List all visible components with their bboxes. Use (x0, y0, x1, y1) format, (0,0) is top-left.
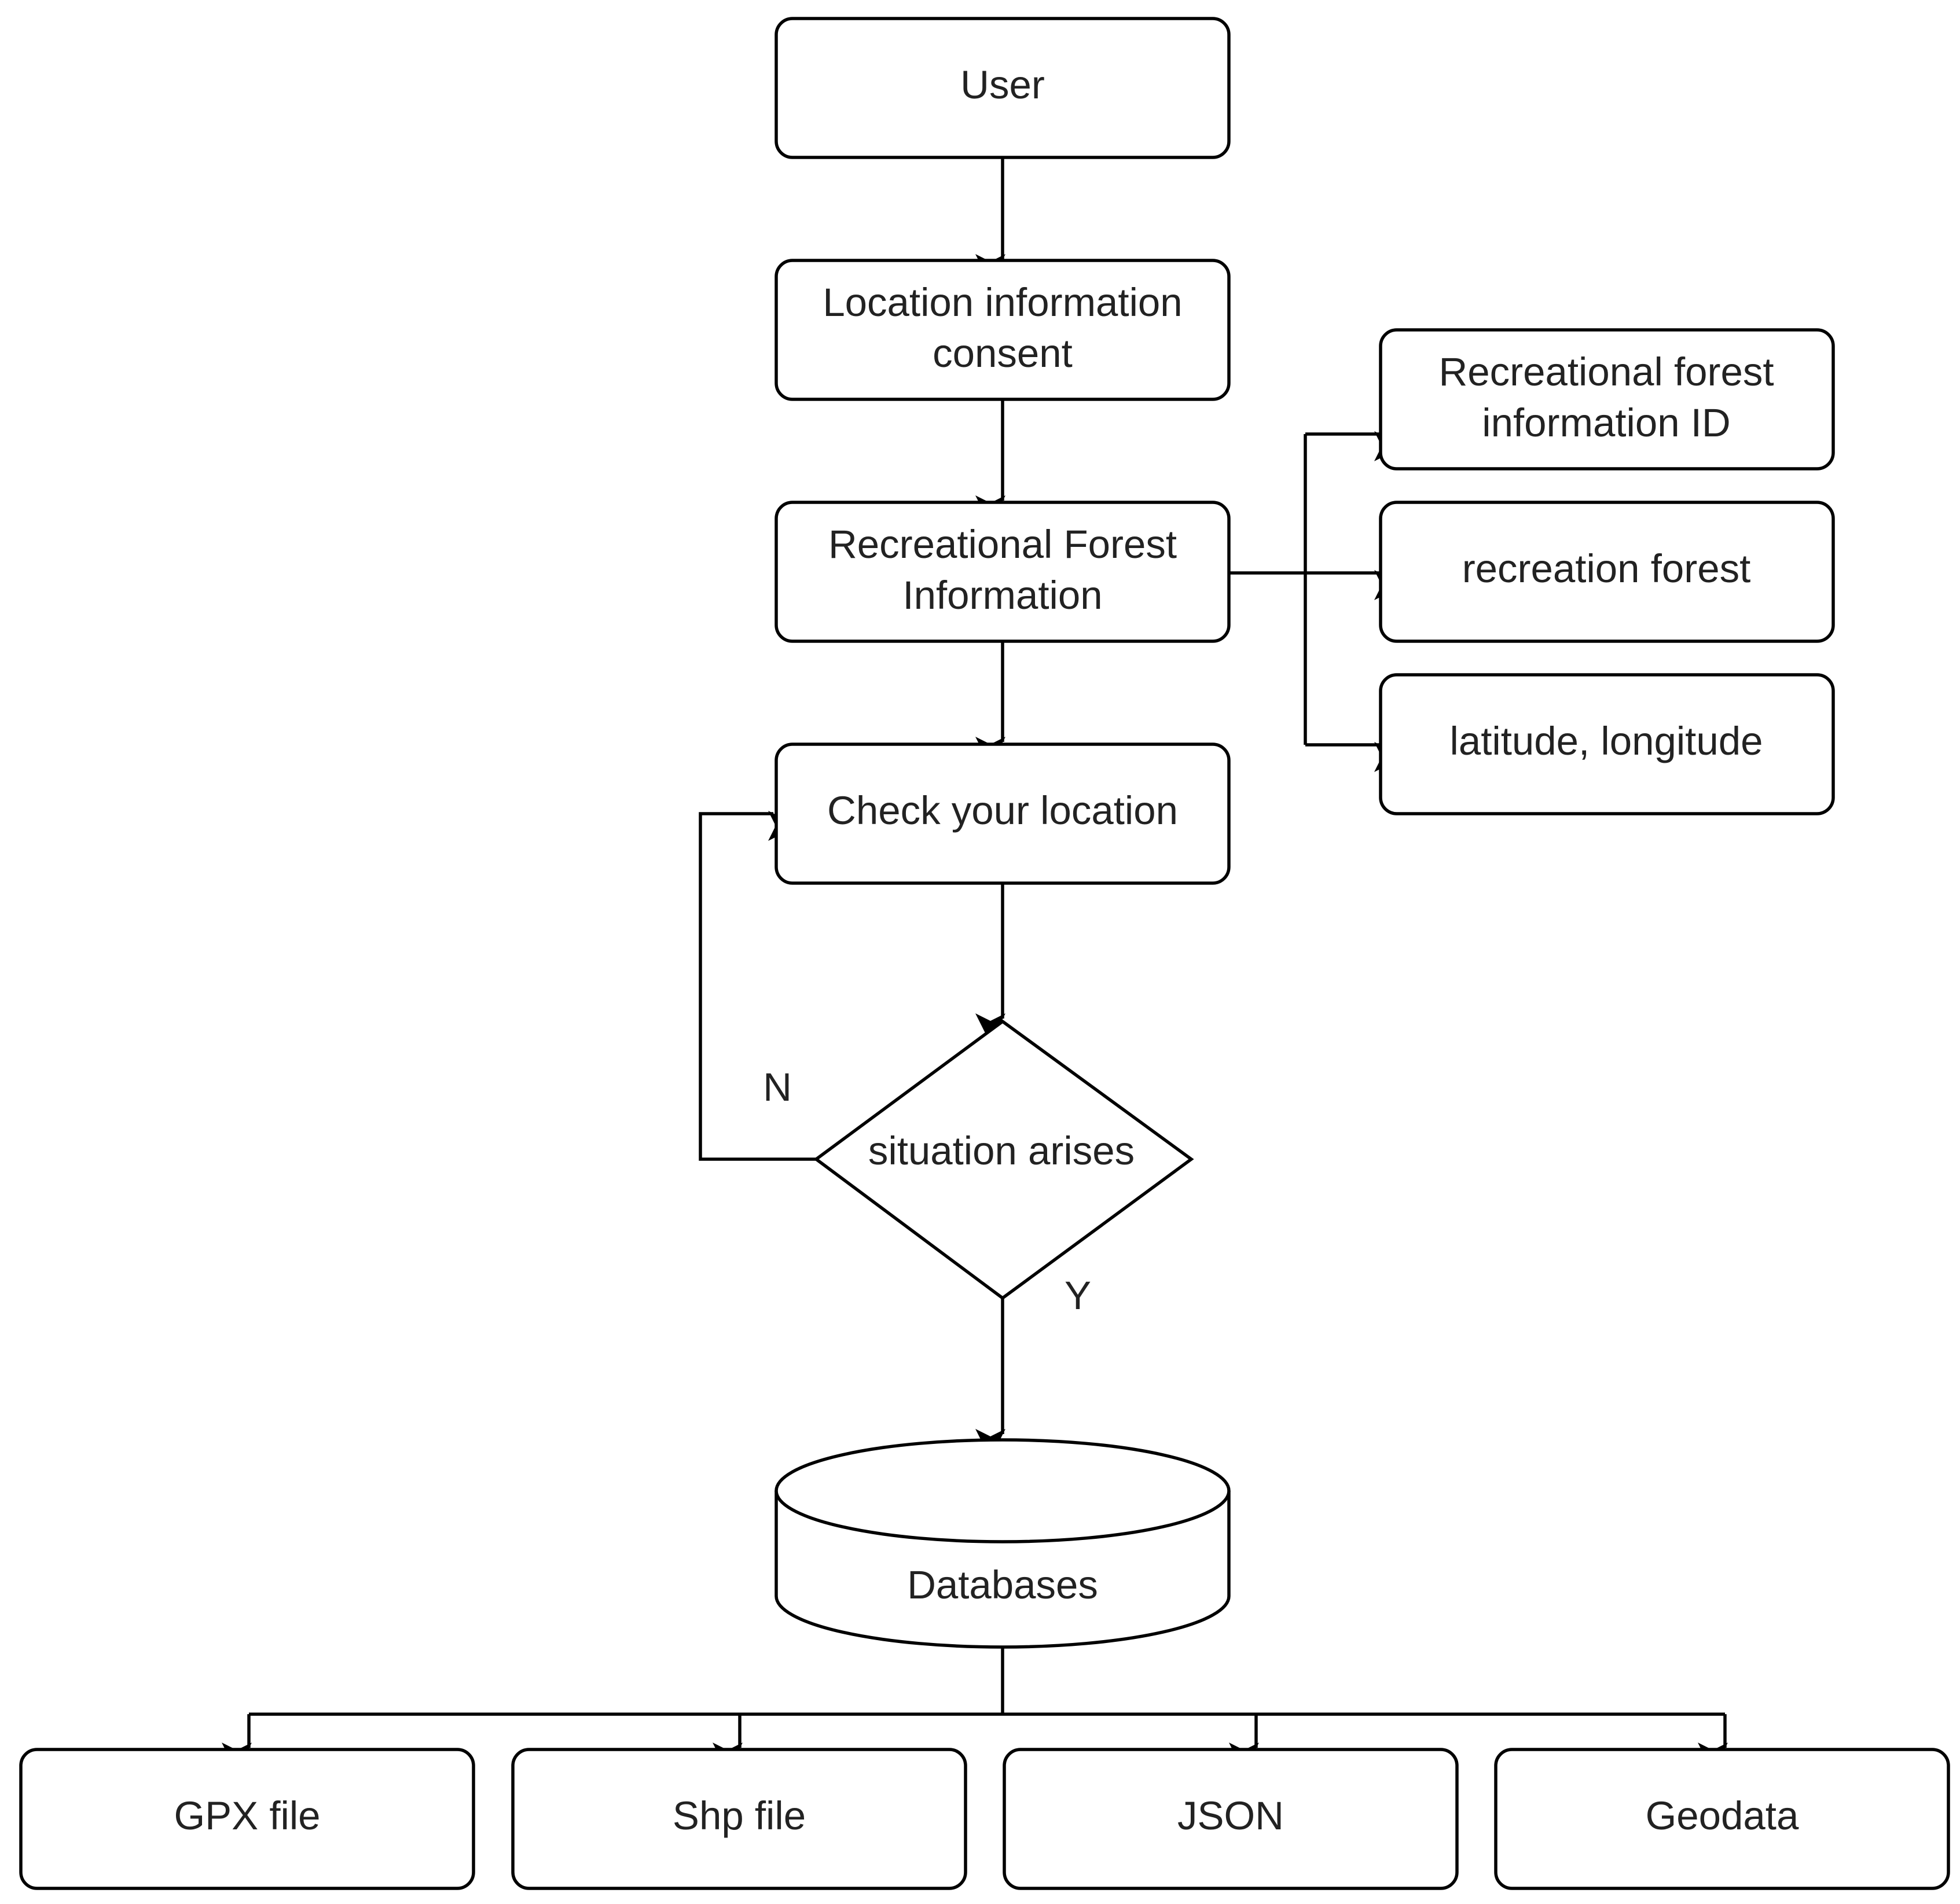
node-json-label: JSON (1177, 1793, 1284, 1838)
svg-text:Recreational forest: Recreational forest (1438, 350, 1774, 394)
svg-text:JSON: JSON (1177, 1793, 1284, 1838)
svg-text:situation arises: situation arises (868, 1129, 1135, 1173)
svg-text:User: User (960, 63, 1045, 107)
node-check-location: Check your location (775, 743, 1231, 885)
node-geodata: Geodata (1494, 1748, 1950, 1890)
node-info-id-line-1: Recreational forest (1438, 350, 1774, 394)
node-location-consent: Location information consent (775, 259, 1231, 401)
node-location-consent-line-1: Location information (823, 280, 1182, 325)
node-gpx-file: GPX file (19, 1748, 475, 1890)
svg-text:Shp file: Shp file (673, 1793, 806, 1838)
svg-text:Recreational Forest: Recreational Forest (828, 522, 1177, 567)
svg-text:latitude, longitude: latitude, longitude (1450, 719, 1763, 763)
node-latitude-longitude: latitude, longitude (1379, 673, 1835, 815)
svg-text:consent: consent (933, 331, 1073, 376)
node-shp-file: Shp file (511, 1748, 967, 1890)
svg-text:information ID: information ID (1482, 400, 1731, 445)
svg-text:Check your location: Check your location (827, 788, 1178, 833)
node-geodata-label: Geodata (1646, 1793, 1799, 1838)
node-json: JSON (1003, 1748, 1459, 1890)
node-shp-file-label: Shp file (673, 1793, 806, 1838)
node-check-location-label: Check your location (827, 788, 1178, 833)
edge-label-no: N (763, 1065, 792, 1109)
node-user: User (775, 17, 1231, 159)
svg-text:Location information: Location information (823, 280, 1182, 325)
svg-text:Geodata: Geodata (1646, 1793, 1799, 1838)
node-latitude-longitude-label: latitude, longitude (1450, 719, 1763, 763)
node-databases: Databases (775, 1438, 1231, 1649)
node-info-id-line-2: information ID (1482, 400, 1731, 445)
edge-label-yes: Y (1065, 1273, 1091, 1318)
node-location-consent-line-2: consent (933, 331, 1073, 376)
node-recreation-forest: recreation forest (1379, 501, 1835, 643)
svg-text:recreation forest: recreation forest (1462, 546, 1751, 591)
svg-text:Databases: Databases (907, 1563, 1098, 1607)
node-decision-label: situation arises (868, 1129, 1135, 1173)
node-recreational-forest-information-line-1: Recreational Forest (828, 522, 1177, 567)
node-recreation-forest-label: recreation forest (1462, 546, 1751, 591)
node-user-label: User (960, 63, 1045, 107)
node-gpx-file-label: GPX file (174, 1793, 320, 1838)
node-decision: situation arises (813, 1019, 1194, 1300)
connectors (222, 157, 1728, 1773)
svg-text:GPX file: GPX file (174, 1793, 320, 1838)
node-recreational-forest-information: Recreational Forest Information (775, 501, 1231, 643)
node-databases-label: Databases (907, 1563, 1098, 1607)
node-recreational-forest-information-line-2: Information (902, 573, 1102, 617)
arrow-decision-no-loop (699, 811, 816, 1161)
node-info-id: Recreational forest information ID (1379, 328, 1835, 471)
svg-text:Information: Information (902, 573, 1102, 617)
